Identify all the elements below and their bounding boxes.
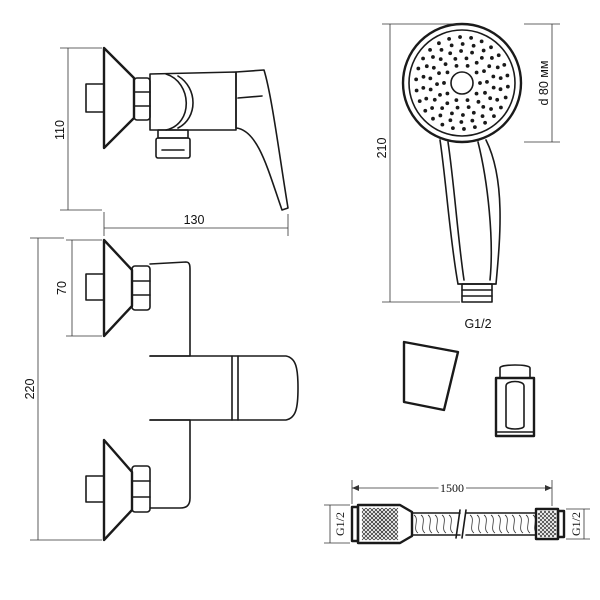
wall-holder xyxy=(402,340,536,438)
hose-nut-knurl-right xyxy=(537,510,557,538)
hand-shower: 210 d 80 мм G1/2 xyxy=(375,22,560,331)
dim-hose-thread-right: G1/2 xyxy=(569,512,583,536)
dim-front-height: 220 xyxy=(23,379,37,400)
hose-coil-left xyxy=(413,514,454,534)
dim-shower-diameter: d 80 мм xyxy=(537,61,551,106)
dim-shower-length: 210 xyxy=(375,138,389,159)
dim-side-width: 130 xyxy=(184,213,205,227)
dim-front-inlet: 70 xyxy=(55,281,69,295)
mixer-side-view: 110 130 xyxy=(53,46,289,236)
dim-hose-thread-left: G1/2 xyxy=(333,512,347,536)
shower-hose: 1500 G1/2 G1/2 xyxy=(324,479,590,545)
dim-side-height: 110 xyxy=(53,120,67,140)
hose-nut-knurl-left xyxy=(361,507,399,541)
dim-hose-length: 1500 xyxy=(440,481,464,495)
spray-nozzles xyxy=(414,35,510,131)
mixer-front-view: 70 220 xyxy=(23,237,299,542)
label-shower-thread: G1/2 xyxy=(464,317,491,331)
hose-coil-right xyxy=(469,514,538,534)
